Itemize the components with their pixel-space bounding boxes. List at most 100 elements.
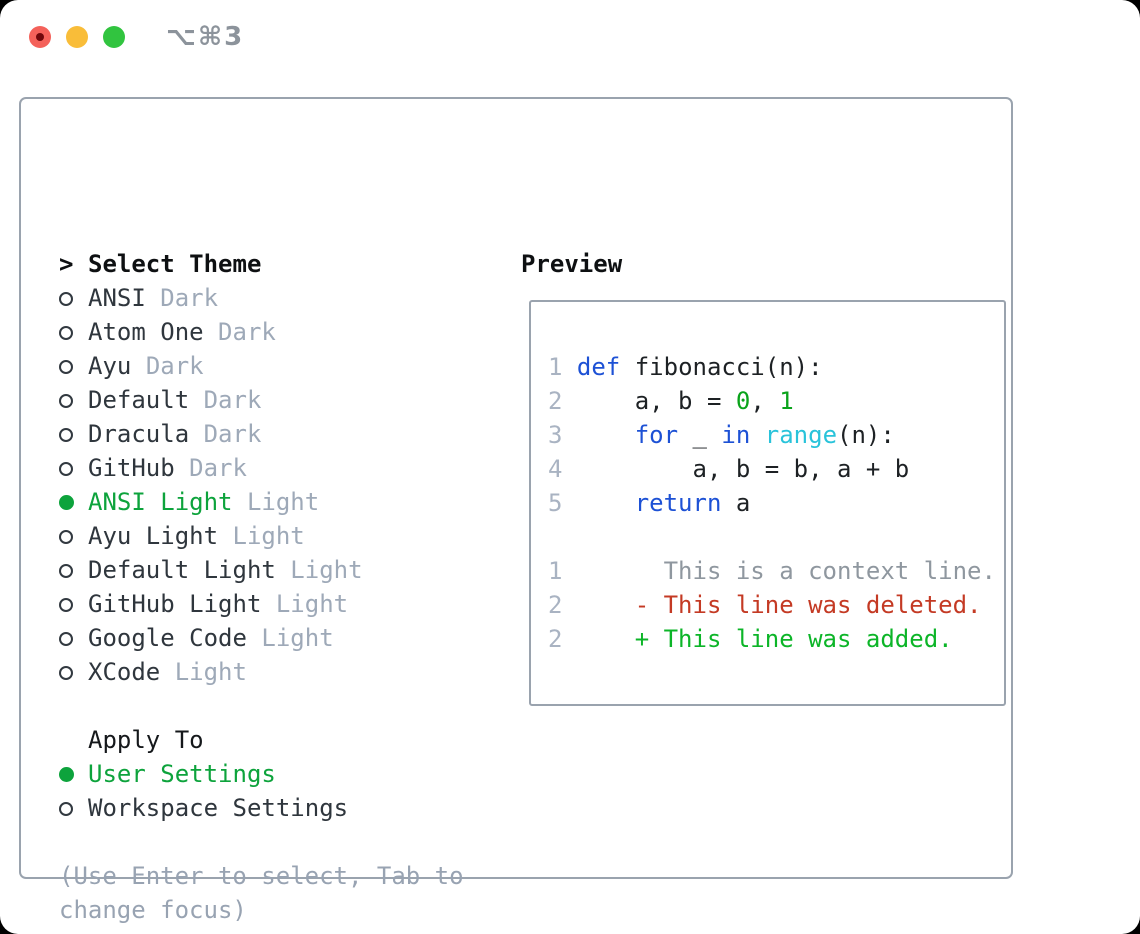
radio-icon: [59, 530, 73, 544]
section-gap: [59, 689, 509, 723]
theme-option-github-light[interactable]: GitHub Light Light: [59, 587, 509, 621]
theme-option-xcode[interactable]: XCode Light: [59, 655, 509, 689]
theme-option-label: Dracula Dark: [88, 420, 262, 448]
code-token: (n):: [837, 421, 895, 449]
glyph-cell: [59, 760, 88, 788]
radio-icon: [59, 632, 73, 646]
theme-option-dracula[interactable]: Dracula Dark: [59, 417, 509, 451]
code-token: 1: [779, 387, 794, 415]
code-line: [548, 520, 1004, 554]
code-token: a, b = b, a + b: [576, 455, 910, 483]
glyph-cell: [59, 624, 88, 652]
select-theme-header: > Select Theme: [59, 247, 509, 281]
code-line: 2 + This line was added.: [548, 622, 1004, 656]
theme-option-ansi[interactable]: ANSI Dark: [59, 281, 509, 315]
glyph-cell: [59, 420, 88, 448]
line-number: 5: [548, 489, 577, 517]
code-token: fibonacci(n):: [620, 353, 823, 381]
glyph-cell: [59, 658, 88, 686]
theme-option-label: GitHub Light Light: [88, 590, 349, 618]
code-token: 0: [735, 387, 751, 415]
radio-icon: [59, 292, 73, 306]
code-token: range: [764, 421, 838, 449]
theme-option-label: Default Dark: [88, 386, 262, 414]
code-token: This is a context line.: [576, 557, 996, 585]
radio-icon: [59, 598, 73, 612]
theme-option-label: ANSI Dark: [88, 284, 219, 312]
code-token: a, b =: [576, 387, 736, 415]
code-token: def: [576, 353, 621, 381]
theme-option-label: Google Code Light: [88, 624, 334, 652]
window-shortcut-label: ⌥⌘3: [166, 22, 245, 52]
line-number: 1: [548, 557, 577, 585]
code-token: for: [634, 421, 679, 449]
glyph-cell: [59, 386, 88, 414]
theme-option-ayu-light[interactable]: Ayu Light Light: [59, 519, 509, 553]
theme-option-default-light[interactable]: Default Light Light: [59, 553, 509, 587]
code-token: _: [678, 421, 722, 449]
glyph-cell: [59, 454, 88, 482]
glyph-cell: [59, 590, 88, 618]
radio-icon: [59, 326, 73, 340]
apply-option-label: User Settings: [88, 760, 276, 788]
close-button[interactable]: [29, 26, 51, 48]
radio-selected-icon: [59, 767, 74, 782]
select-theme-title: Select Theme: [88, 250, 262, 278]
apply-to-title: Apply To: [88, 726, 204, 754]
theme-option-default[interactable]: Default Dark: [59, 383, 509, 417]
code-token: a: [721, 489, 751, 517]
code-line: 2 a, b = 0, 1: [548, 384, 1004, 418]
theme-option-label: GitHub Dark: [88, 454, 247, 482]
glyph-cell: [59, 522, 88, 550]
apply-option-user-settings[interactable]: User Settings: [59, 757, 509, 791]
code-token: + This line was added.: [576, 625, 953, 653]
code-token: in: [721, 421, 751, 449]
theme-option-github[interactable]: GitHub Dark: [59, 451, 509, 485]
theme-option-ansi-light[interactable]: ANSI Light Light: [59, 485, 509, 519]
radio-icon: [59, 564, 73, 578]
theme-option-atom-one[interactable]: Atom One Dark: [59, 315, 509, 349]
code-line: 1 This is a context line.: [548, 554, 1004, 588]
theme-option-ayu[interactable]: Ayu Dark: [59, 349, 509, 383]
zoom-button[interactable]: [103, 26, 125, 48]
theme-option-label: XCode Light: [88, 658, 247, 686]
glyph-cell: [59, 488, 88, 516]
code-line: 2 - This line was deleted.: [548, 588, 1004, 622]
code-token: return: [634, 489, 722, 517]
line-number: [548, 523, 577, 551]
line-number: 2: [548, 591, 577, 619]
glyph-cell: [59, 794, 88, 822]
theme-option-google-code[interactable]: Google Code Light: [59, 621, 509, 655]
apply-to-header: Apply To: [59, 723, 509, 757]
minimize-button[interactable]: [66, 26, 88, 48]
radio-icon: [59, 802, 73, 816]
line-number: 2: [548, 387, 577, 415]
radio-icon: [59, 428, 73, 442]
line-number: 3: [548, 421, 577, 449]
preview-title: Preview: [521, 250, 623, 278]
theme-option-label: ANSI Light Light: [88, 488, 320, 516]
glyph-cell: [59, 352, 88, 380]
section-gap: [59, 825, 509, 859]
theme-option-label: Ayu Dark: [88, 352, 204, 380]
glyph-cell: [59, 556, 88, 584]
line-number: 4: [548, 455, 577, 483]
radio-selected-icon: [59, 495, 74, 510]
line-number: 2: [548, 625, 577, 653]
radio-icon: [59, 394, 73, 408]
apply-option-workspace-settings[interactable]: Workspace Settings: [59, 791, 509, 825]
radio-icon: [59, 462, 73, 476]
theme-option-label: Default Light Light: [88, 556, 363, 584]
radio-icon: [59, 360, 73, 374]
code-token: [750, 421, 764, 449]
code-token: ,: [750, 387, 780, 415]
theme-option-label: Atom One Dark: [88, 318, 276, 346]
titlebar: ⌥⌘3: [0, 0, 1140, 74]
code-token: - This line was deleted.: [576, 591, 982, 619]
hint-text-line-1: (Use Enter to select, Tab to: [59, 862, 464, 890]
